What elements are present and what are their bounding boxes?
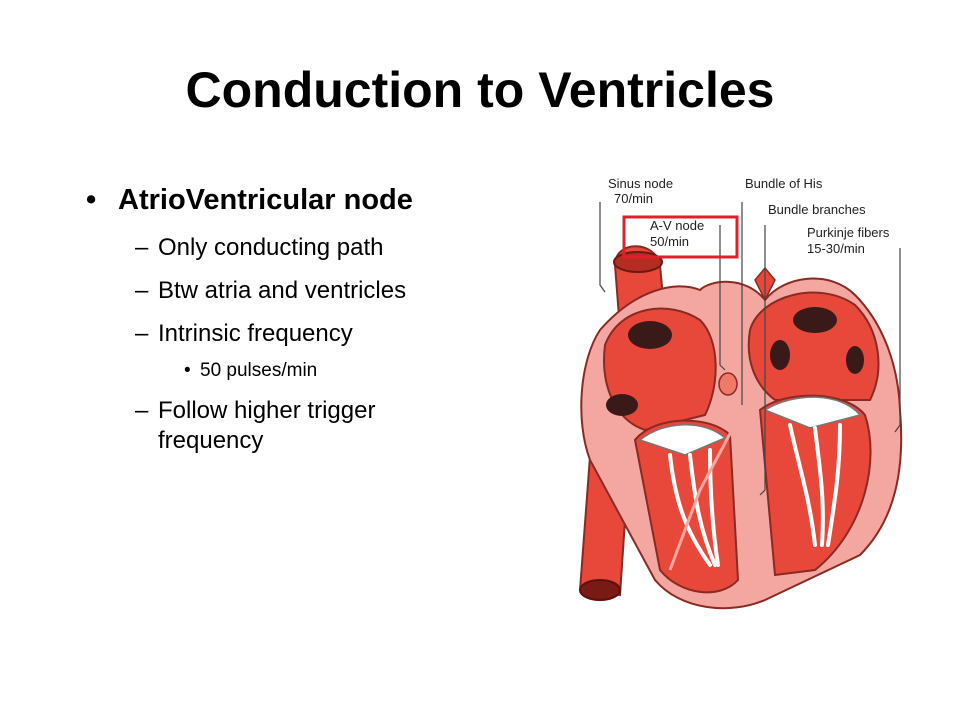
conduction-pathway <box>668 399 772 591</box>
bullet-text: AtrioVentricular node <box>118 184 413 216</box>
tricuspid-valve <box>638 424 727 456</box>
dash-marker: – <box>135 320 149 347</box>
heart-conduction-diagram: Sinus node 70/min Bundle of His Bundle b… <box>560 170 940 620</box>
dash-marker: – <box>135 234 149 261</box>
slide-title: Conduction to Ventricles <box>185 62 775 118</box>
bullet-av-node: • AtrioVentricular node <box>80 180 550 220</box>
bullet-marker: • <box>184 360 191 381</box>
sub-bullet-intrinsic-frequency: – Intrinsic frequency <box>80 319 550 349</box>
sub-bullet-text: Btw atria and ventricles <box>158 277 407 304</box>
subsub-bullet-pulses: • 50 pulses/min <box>80 359 550 383</box>
label-bundle-his: Bundle of His <box>745 176 823 191</box>
mitral-valve <box>763 396 862 429</box>
label-av-rate: 50/min <box>650 234 689 249</box>
sub-bullet-text: Intrinsic frequency <box>158 320 353 347</box>
label-purkinje-rate: 15-30/min <box>807 241 865 256</box>
vessel-opening-1 <box>628 321 672 349</box>
sub-bullet-follow-trigger: – Follow higher trigger frequency <box>80 396 550 456</box>
sub-bullet-text-line1: Follow higher trigger <box>158 397 376 424</box>
label-lines <box>599 202 901 496</box>
bullet-list: • AtrioVentricular node – Only conductin… <box>80 180 550 456</box>
sub-bullet-only-path: – Only conducting path <box>80 233 550 263</box>
label-sinus-rate: 70/min <box>614 191 653 206</box>
vessel-opening-5 <box>846 346 864 374</box>
label-purkinje: Purkinje fibers <box>807 225 890 240</box>
vessel-opening-3 <box>793 307 837 333</box>
dash-marker: – <box>135 397 149 424</box>
sub-bullet-text-line2: frequency <box>158 427 264 454</box>
heart-svg: Sinus node 70/min Bundle of His Bundle b… <box>578 176 903 610</box>
dash-marker: – <box>135 277 149 304</box>
vessel-opening-4 <box>770 340 790 370</box>
label-bundle-branches: Bundle branches <box>768 202 866 217</box>
bullet-marker: • <box>86 184 97 216</box>
sub-bullet-btw-atria: – Btw atria and ventricles <box>80 276 550 306</box>
label-sinus-node: Sinus node <box>608 176 673 191</box>
av-node-highlight-box <box>622 215 739 259</box>
label-av-node: A-V node <box>650 218 704 233</box>
vessel-opening-2 <box>606 394 638 416</box>
left-atrium <box>747 291 880 401</box>
subsub-bullet-text: 50 pulses/min <box>200 360 318 381</box>
av-node <box>718 372 738 396</box>
chordae-tendineae <box>668 423 842 567</box>
left-ventricle <box>758 394 872 577</box>
right-ventricle <box>633 419 740 594</box>
sub-bullet-text: Only conducting path <box>158 234 384 261</box>
